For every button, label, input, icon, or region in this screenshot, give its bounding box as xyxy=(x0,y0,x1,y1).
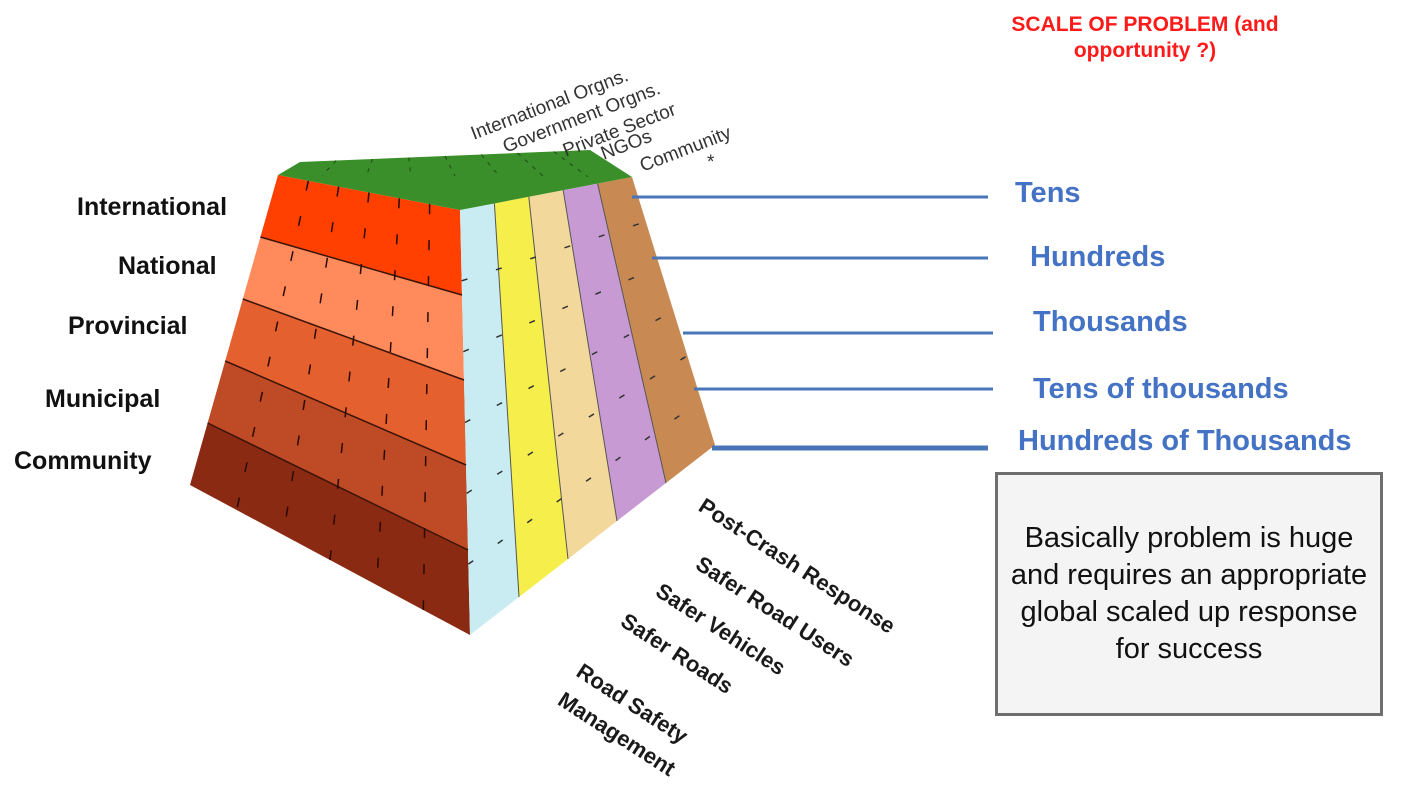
side-column-divider xyxy=(597,183,667,484)
side-column-5 xyxy=(597,177,715,483)
top-grid-line xyxy=(553,151,589,178)
top-grid-line xyxy=(444,155,456,177)
front-band-5 xyxy=(190,423,470,635)
side-column-4 xyxy=(563,183,666,521)
side-row-divider xyxy=(464,310,674,424)
front-band-3 xyxy=(225,299,466,465)
summary-note-box: Basically problem is huge and requires a… xyxy=(995,472,1383,716)
front-column-divider xyxy=(282,186,340,536)
front-band-2 xyxy=(242,237,464,380)
side-face-pillars xyxy=(460,177,715,635)
scale-label-tens-of-thousands: Tens of thousands xyxy=(1033,373,1289,405)
top-grid-line xyxy=(366,158,373,176)
title-line-1: SCALE OF PROBLEM (and xyxy=(1011,13,1279,36)
side-column-3 xyxy=(528,190,617,559)
front-band-1 xyxy=(260,175,462,295)
top-grid-line xyxy=(321,160,337,176)
side-row-divider xyxy=(466,355,688,494)
diagram-title: SCALE OF PROBLEM (and opportunity ?) xyxy=(975,12,1315,64)
scale-label-tens: Tens xyxy=(1015,177,1081,209)
level-label-municipal: Municipal xyxy=(45,385,161,413)
title-line-2: opportunity ?) xyxy=(1073,39,1217,62)
top-label-asterisk: * xyxy=(707,152,715,173)
level-label-national: National xyxy=(118,252,217,280)
top-grid-line xyxy=(480,154,500,177)
side-column-divider xyxy=(562,190,618,522)
front-face-levels xyxy=(190,175,470,635)
level-label-provincial: Provincial xyxy=(68,312,188,340)
scale-label-hundreds-of-thousands: Hundreds of Thousands xyxy=(1018,425,1352,457)
top-face-green xyxy=(278,150,632,210)
front-band-4 xyxy=(207,361,468,550)
scale-label-hundreds: Hundreds xyxy=(1030,241,1166,273)
level-label-international: International xyxy=(77,193,228,221)
scale-label-thousands: Thousands xyxy=(1033,306,1188,338)
side-column-1 xyxy=(460,203,519,635)
pyramid-gridlines xyxy=(207,151,702,611)
top-grid-line xyxy=(408,157,412,176)
scale-connector-lines xyxy=(632,195,993,451)
summary-note-text: Basically problem is huge and requires a… xyxy=(1010,522,1368,665)
top-face xyxy=(278,150,632,210)
level-label-community: Community xyxy=(14,447,152,475)
front-column-divider xyxy=(329,192,370,561)
